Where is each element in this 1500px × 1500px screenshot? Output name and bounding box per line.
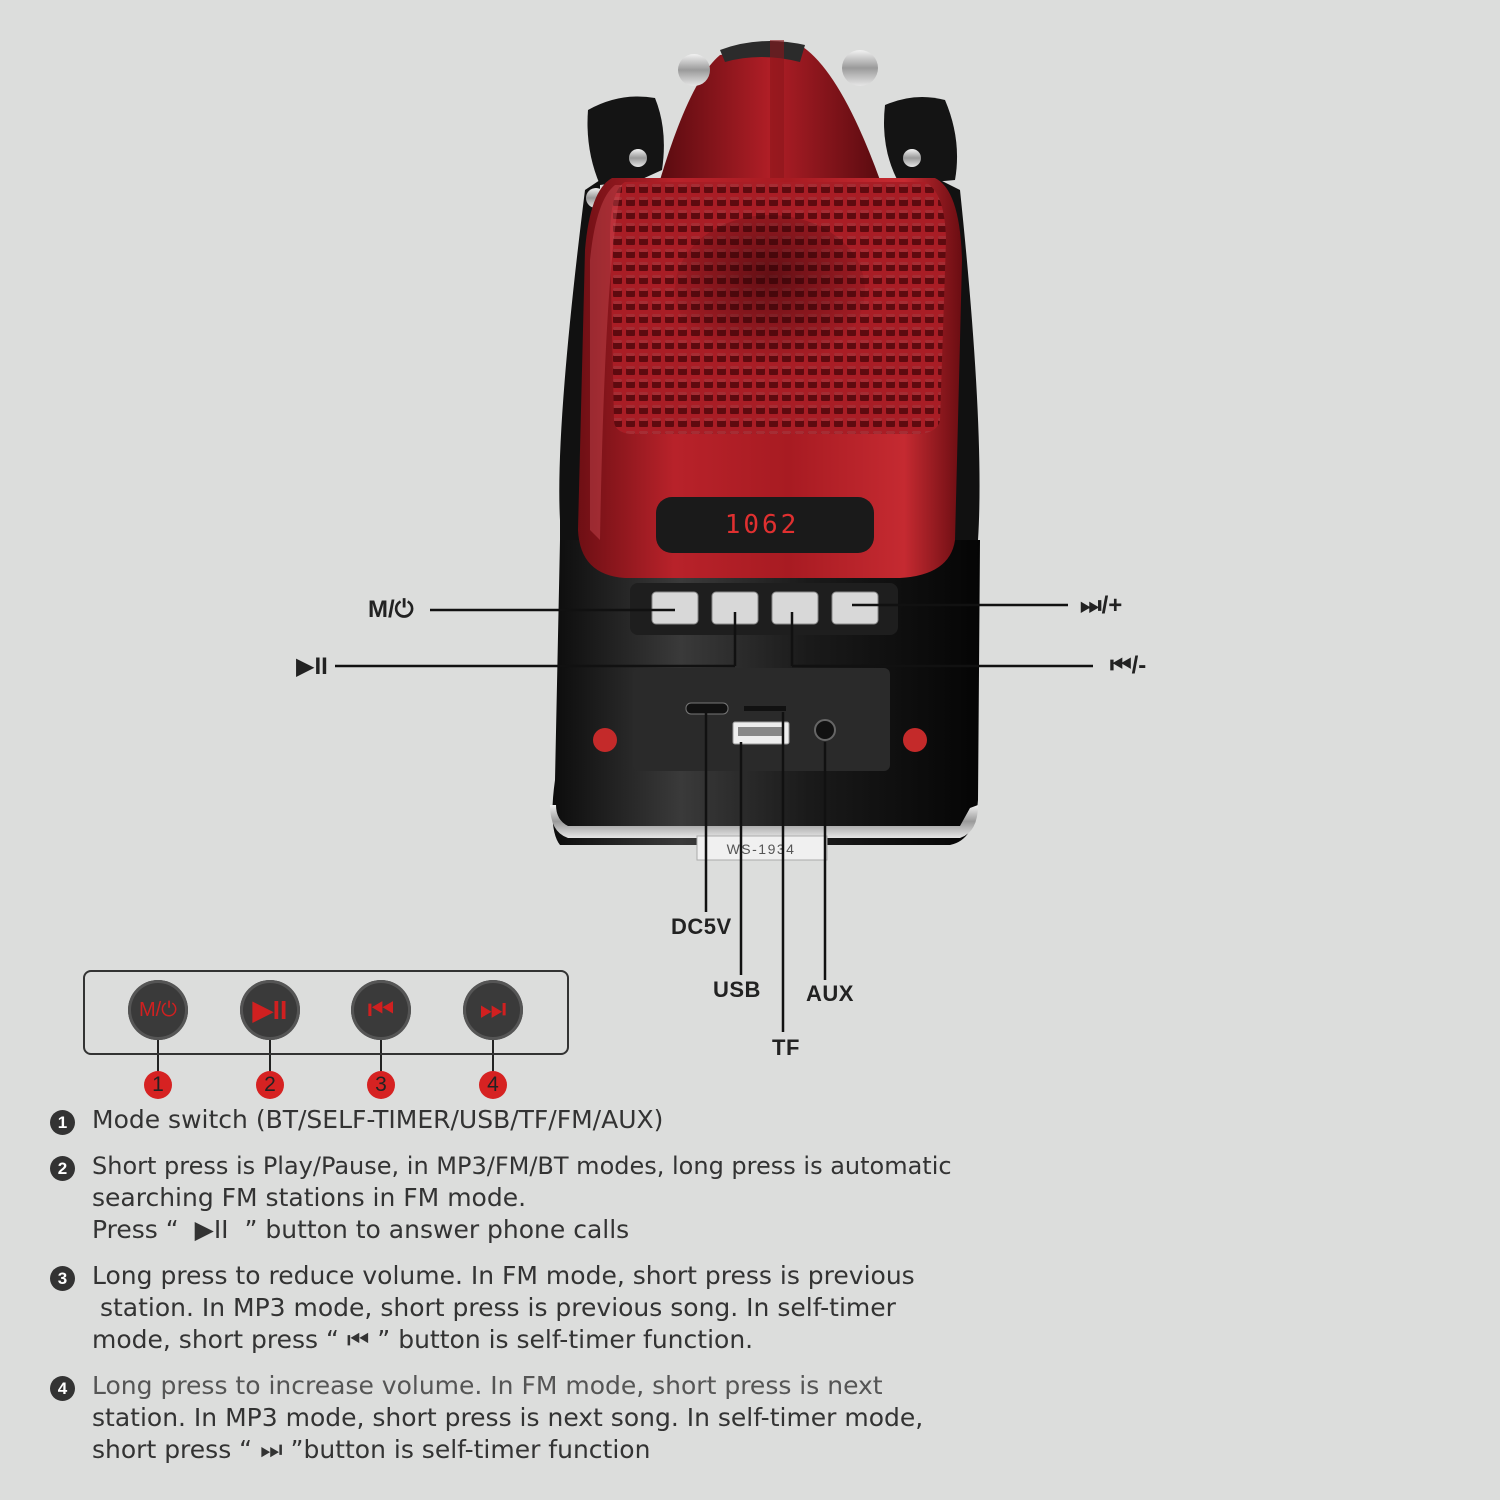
bullet-number: 4 (50, 1376, 75, 1401)
description-line: mode, short press “ ⏮ ” button is self-t… (92, 1325, 754, 1354)
description-line: Long press to reduce volume. In FM mode,… (92, 1261, 915, 1290)
description-line: Long press to increase volume. In FM mod… (92, 1371, 883, 1400)
usb-label: USB (713, 977, 761, 1002)
next-icon: ⏭ (479, 993, 507, 1026)
mode-button[interactable] (651, 591, 699, 625)
tf-label: TF (772, 1035, 800, 1060)
description-item-2: 2 Short press is Play/Pause, in MP3/FM/B… (48, 1150, 1028, 1246)
description-line: station. In MP3 mode, short press is nex… (92, 1403, 924, 1432)
dc5v-label: DC5V (671, 914, 732, 939)
aux-jack[interactable] (814, 719, 836, 741)
description-line: short press “ ⏭ ”button is self-timer fu… (92, 1435, 651, 1464)
legend-number-1: 1 (144, 1071, 172, 1099)
bullet-number: 2 (50, 1156, 75, 1181)
previous-button[interactable] (771, 591, 819, 625)
bullet-number: 3 (50, 1266, 75, 1291)
bullet-number: 1 (50, 1110, 75, 1135)
model-plate: WS-1934 (727, 841, 796, 857)
next-volume-up-label: ⏭/+ (1080, 592, 1123, 619)
mode-power-label: M/⏻ (368, 596, 414, 623)
legend-number-3: 3 (367, 1071, 395, 1099)
play-pause-icon: ▶II (252, 994, 288, 1025)
description-item-4: 4 Long press to increase volume. In FM m… (48, 1370, 1028, 1466)
button-legend-panel (83, 970, 569, 1055)
button-descriptions: 1 Mode switch (BT/SELF-TIMER/USB/TF/FM/A… (48, 1104, 1028, 1480)
description-line: Short press is Play/Pause, in MP3/FM/BT … (92, 1152, 952, 1180)
previous-icon: ⏮ (367, 993, 395, 1026)
play-pause-label: ▶II (296, 653, 328, 680)
description-line: searching FM stations in FM mode. (92, 1183, 527, 1212)
legend-previous-button: ⏮ (351, 980, 411, 1040)
description-item-3: 3 Long press to reduce volume. In FM mod… (48, 1260, 1028, 1356)
prev-volume-down-label: ⏮/- (1110, 652, 1147, 679)
legend-mode-button: M/⏻ (128, 980, 188, 1040)
legend-play-pause-button: ▶II (240, 980, 300, 1040)
legend-number-2: 2 (256, 1071, 284, 1099)
next-button[interactable] (831, 591, 879, 625)
tf-slot[interactable] (744, 706, 786, 711)
description-line: Press “ ▶II ” button to answer phone cal… (92, 1215, 630, 1244)
description-line: Mode switch (BT/SELF-TIMER/USB/TF/FM/AUX… (92, 1105, 664, 1134)
led-display-readout: 1062 (725, 510, 800, 540)
aux-label: AUX (806, 981, 854, 1006)
legend-number-4: 4 (479, 1071, 507, 1099)
legend-next-button: ⏭ (463, 980, 523, 1040)
description-line: station. In MP3 mode, short press is pre… (92, 1293, 896, 1322)
mode-power-icon: M/⏻ (138, 998, 178, 1021)
description-item-1: 1 Mode switch (BT/SELF-TIMER/USB/TF/FM/A… (48, 1104, 1028, 1136)
